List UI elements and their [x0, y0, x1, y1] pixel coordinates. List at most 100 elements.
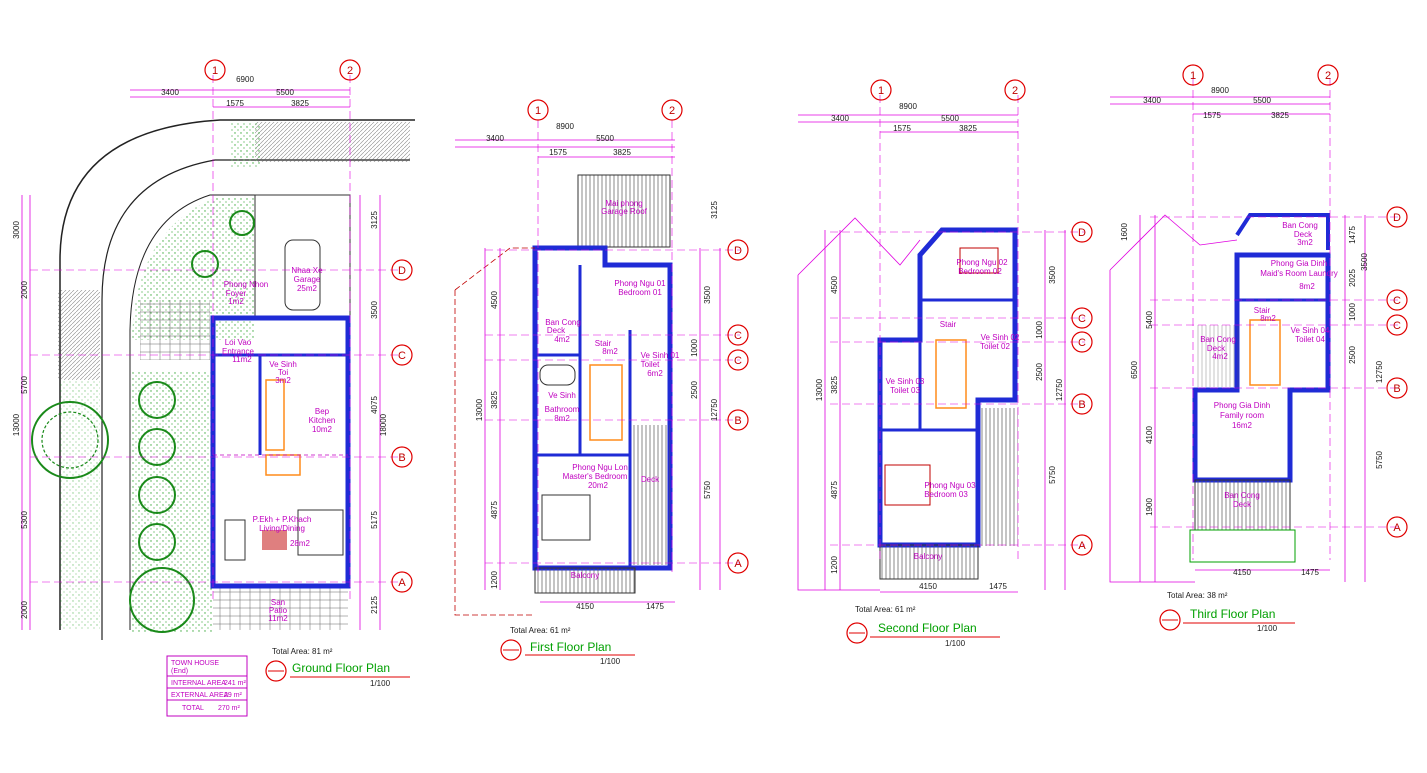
room-area: Deck: [547, 326, 566, 335]
dim-a: 1575: [226, 99, 244, 108]
room-size: 8m2: [554, 414, 570, 423]
room-area: Bedroom 03: [924, 490, 968, 499]
dim-side: 3125: [370, 211, 379, 229]
room-area: Living/Dining: [259, 524, 305, 533]
axis-label: C: [1078, 313, 1086, 325]
dim-side: 1600: [1120, 223, 1129, 241]
axis-label: A: [1393, 522, 1401, 534]
plan-title: Second Floor Plan: [878, 621, 977, 635]
axis-label: A: [398, 577, 406, 589]
plan-scale: 1/100: [945, 639, 966, 648]
room-name: Deck: [641, 475, 660, 484]
first-floor-plan: [454, 120, 740, 616]
dim-bottom: 4150: [1233, 568, 1251, 577]
dim-side: 5750: [1048, 466, 1057, 484]
dim-side: 12750: [1375, 360, 1384, 383]
room-name: Phong Nhon: [224, 280, 268, 289]
dim-b: 3825: [1271, 111, 1289, 120]
axis-label: B: [398, 452, 405, 464]
room-size: 4m2: [1212, 352, 1228, 361]
dim-side: 3500: [703, 286, 712, 304]
dim-side: 5750: [703, 481, 712, 499]
dim-side: 3500: [1048, 266, 1057, 284]
room-size: 8m2: [1299, 282, 1315, 291]
dim-side: 1475: [1348, 226, 1357, 244]
dim-side: 3825: [490, 391, 499, 409]
dim-side: 4500: [490, 291, 499, 309]
dim-right: 5500: [941, 114, 959, 123]
table-row-value: 241 m²: [224, 680, 246, 687]
dim-side: 13000: [12, 413, 21, 436]
dim-side: 13000: [815, 378, 824, 401]
dim-side: 18000: [379, 413, 388, 436]
plan-title: Ground Floor Plan: [292, 661, 390, 675]
room-name: Ve Sinh: [269, 360, 297, 369]
dim-side: 12750: [1055, 378, 1064, 401]
dim-side: 2500: [1348, 346, 1357, 364]
room-size: 6m2: [647, 369, 663, 378]
room-name: Stair: [1254, 306, 1271, 315]
room-name: San: [271, 598, 285, 607]
total-area: Total Area: 61 m²: [855, 605, 916, 614]
third-floor-plan: [1109, 78, 1400, 583]
plan-title: First Floor Plan: [530, 640, 611, 654]
room-name: Bep: [315, 407, 330, 416]
room-area: Master's Bedroom: [563, 472, 628, 481]
room-name: Ban Cong: [1224, 491, 1260, 500]
total-area: Total Area: 61 m²: [510, 626, 571, 635]
room-size: 20m2: [588, 481, 609, 490]
dim-overall: 6900: [236, 75, 254, 84]
side-dimension-texts: 3000 2000 5700 13000 5300 2000 3125 3500…: [12, 201, 1384, 619]
dim-side: 1200: [830, 556, 839, 574]
room-name: Ve Sinh 02: [981, 333, 1020, 342]
room-size: 3m2: [1297, 238, 1313, 247]
axis-label: 2: [1012, 85, 1018, 97]
room-name: P.Ekh + P.Khach: [253, 515, 312, 524]
bottom-dimension-texts: 4150 1475 4150 1475 4150 1475: [576, 568, 1319, 611]
table-row-value: 270 m²: [218, 705, 240, 712]
axis-label: 1: [878, 85, 884, 97]
total-area: Total Area: 38 m²: [1167, 591, 1228, 600]
room-name: Ve Sinh: [548, 391, 576, 400]
dim-side: 6500: [1130, 361, 1139, 379]
room-name: Phong Ngu 01: [614, 279, 666, 288]
dim-side: 5750: [1375, 451, 1384, 469]
dim-side: 1200: [490, 571, 499, 589]
axis-label: B: [1078, 399, 1085, 411]
dim-right: 5500: [1253, 96, 1271, 105]
plan-scale: 1/100: [370, 679, 391, 688]
axis-label: 1: [212, 65, 218, 77]
room-name: Balcony: [914, 552, 942, 561]
dim-side: 5400: [1145, 311, 1154, 329]
plan-scale: 1/100: [600, 657, 621, 666]
dim-side: 2125: [370, 596, 379, 614]
dim-side: 12750: [710, 398, 719, 421]
dim-left: 3400: [1143, 96, 1161, 105]
room-area: Deck: [1207, 344, 1226, 353]
dim-overall: 8900: [1211, 86, 1229, 95]
legend-table: TOWN HOUSE (End) INTERNAL AREA 241 m² EX…: [166, 655, 248, 717]
axis-label: 2: [1325, 70, 1331, 82]
table-subtitle: (End): [171, 668, 188, 675]
dim-side: 3500: [370, 301, 379, 319]
axis-label: 1: [1190, 70, 1196, 82]
plan-scale: 1/100: [1257, 624, 1278, 633]
dim-side: 13000: [475, 398, 484, 421]
dim-side: 3125: [710, 201, 719, 219]
room-labels: Nhaa Xe Garage 25m2 Phong Nhon Foyer 1m2…: [222, 199, 1338, 623]
room-name: Ve Sinh 04: [1291, 326, 1330, 335]
axis-label: A: [1078, 540, 1086, 552]
room-name: Stair: [940, 320, 957, 329]
axis-label: D: [734, 245, 742, 257]
axis-label: C: [1393, 320, 1401, 332]
axis-label: B: [1393, 383, 1400, 395]
axis-label: B: [734, 415, 741, 427]
dim-a: 1575: [549, 148, 567, 157]
dim-side: 2000: [20, 601, 29, 619]
room-area: Toilet 02: [980, 342, 1010, 351]
axis-label: D: [398, 265, 406, 277]
room-name: Phong Gia Dinh: [1214, 401, 1270, 410]
room-area: Entrance: [222, 347, 255, 356]
dim-bottom: 4150: [576, 602, 594, 611]
